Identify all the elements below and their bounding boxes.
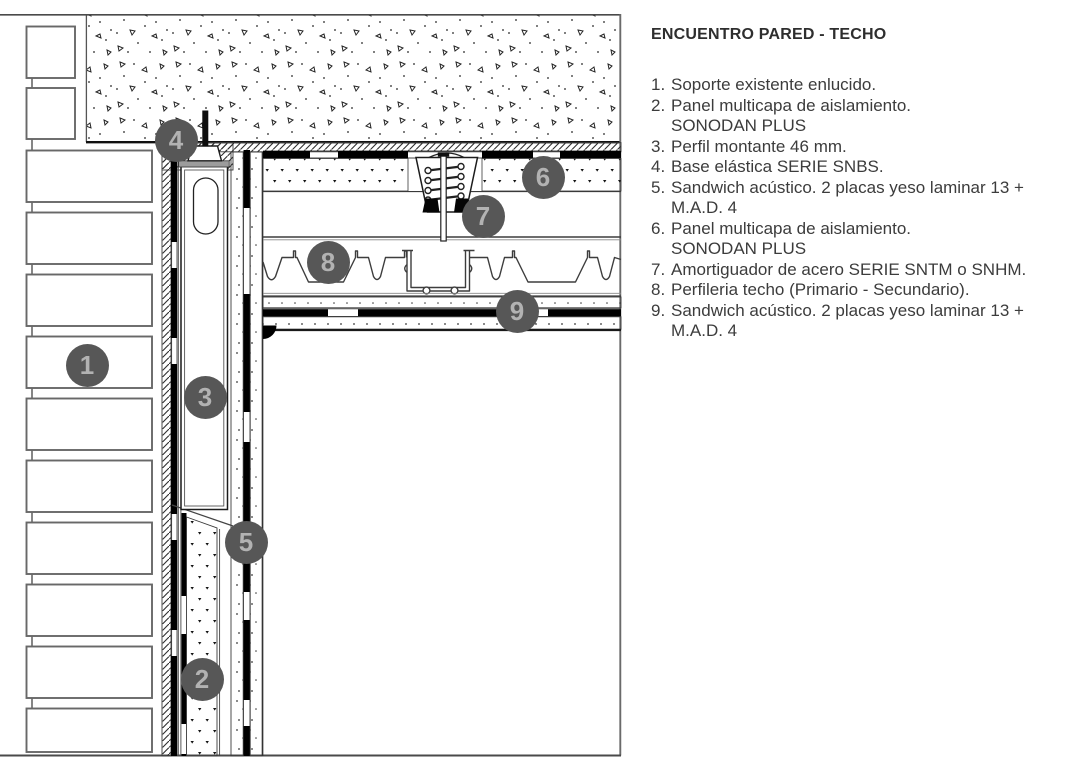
- legend-item-text: Panel multicapa de aislamiento.: [671, 95, 912, 115]
- legend-item-2: 2. Panel multicapa de aislamiento.SONODA…: [651, 96, 1085, 137]
- callout-9-number: 9: [509, 296, 525, 326]
- hanger-rod: [440, 154, 447, 242]
- callout-7: 7: [461, 194, 505, 238]
- callout-9: 9: [495, 289, 539, 333]
- callout-4: 4: [154, 118, 198, 162]
- legend-item-text: Amortiguador de acero SERIE SNTM o SNHM.: [671, 259, 1027, 279]
- legend-title: ENCUENTRO PARED - TECHO: [651, 26, 887, 43]
- legend-item-6: 6. Panel multicapa de aislamiento.SONODA…: [651, 219, 1085, 260]
- section-frame: [0, 13, 622, 757]
- callout-7-number: 7: [475, 201, 491, 231]
- legend-item-text-2: M.A.D. 4: [671, 198, 738, 217]
- legend-item-number: 2.: [651, 95, 666, 115]
- legend: ENCUENTRO PARED - TECHO 1. Soporte exist…: [651, 26, 1085, 342]
- legend-item-text: Perfileria techo (Primario - Secundario)…: [671, 280, 970, 299]
- legend-item-number: 6.: [651, 218, 666, 238]
- stud-profile: [180, 165, 229, 511]
- legend-item-4: 4. Base elástica SERIE SNBS.: [651, 157, 1085, 178]
- legend-item-text: Perfil montante 46 mm.: [671, 136, 847, 156]
- callout-6-number: 6: [535, 162, 551, 192]
- legend-item-text: Panel multicapa de aislamiento.: [671, 218, 912, 238]
- detail-drawing: [0, 13, 622, 757]
- callout-5: 5: [224, 520, 268, 564]
- legend-item-number: 5.: [651, 177, 666, 197]
- callout-2: 2: [180, 657, 224, 701]
- legend-item-text-2: SONODAN PLUS: [671, 116, 807, 135]
- legend-item-1: 1. Soporte existente enlucido.: [651, 75, 1085, 96]
- callout-1-number: 1: [79, 350, 95, 380]
- callout-6: 6: [521, 155, 565, 199]
- callout-8: 8: [306, 240, 350, 284]
- legend-item-7: 7. Amortiguador de acero SERIE SNTM o SN…: [651, 260, 1085, 281]
- legend-item-text: Sandwich acústico. 2 placas yeso laminar…: [671, 300, 1024, 320]
- callout-1: 1: [65, 343, 109, 387]
- secondary-channel: [402, 249, 475, 292]
- legend-item-3: 3. Perfil montante 46 mm.: [651, 137, 1085, 158]
- legend-item-number: 9.: [651, 300, 666, 320]
- legend-item-text-2: M.A.D. 4: [671, 321, 738, 340]
- legend-item-5: 5. Sandwich acústico. 2 placas yeso lami…: [651, 178, 1085, 219]
- legend-item-8: 8. Perfileria techo (Primario - Secundar…: [651, 280, 1085, 301]
- legend-item-number: 4.: [651, 157, 666, 176]
- callout-3: 3: [183, 375, 227, 419]
- legend-item-text: Base elástica SERIE SNBS.: [671, 157, 884, 176]
- callout-8-number: 8: [320, 247, 336, 277]
- callout-5-number: 5: [238, 527, 254, 557]
- legend-item-9: 9. Sandwich acústico. 2 placas yeso lami…: [651, 301, 1085, 342]
- sealant-bead: [263, 325, 277, 339]
- ceiling-sandwich: [262, 296, 622, 332]
- legend-item-number: 1.: [651, 75, 666, 94]
- wall-assembly: [170, 150, 264, 757]
- stud-slot-hole: [192, 177, 219, 235]
- brick-wall: [25, 25, 153, 753]
- legend-item-number: 3.: [651, 136, 666, 156]
- callout-3-number: 3: [197, 382, 213, 412]
- legend-item-text: Sandwich acústico. 2 placas yeso laminar…: [671, 177, 1024, 197]
- legend-item-number: 7.: [651, 259, 666, 279]
- callout-4-number: 4: [168, 125, 184, 155]
- legend-item-number: 8.: [651, 280, 666, 299]
- callout-2-number: 2: [194, 664, 210, 694]
- anchor-bolt: [202, 110, 209, 147]
- legend-item-text-2: SONODAN PLUS: [671, 239, 807, 258]
- wall-sandwich: [230, 150, 264, 757]
- legend-item-text: Soporte existente enlucido.: [671, 75, 877, 94]
